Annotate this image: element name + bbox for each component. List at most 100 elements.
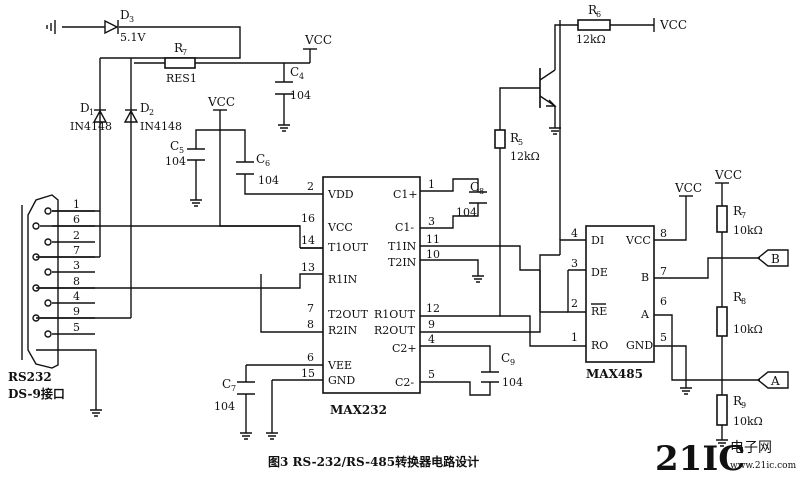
c5-value: 104 [165,155,186,168]
r5-sub: 5 [518,138,523,147]
max232-pin-num: 3 [428,215,435,228]
diode-d2: D 2 IN4148 [123,101,182,133]
max232-pin-name: VCC [327,221,353,234]
vcc-label: VCC [659,18,687,32]
max232-pin-num: 14 [301,234,315,247]
max485-pin-num: 7 [660,265,667,278]
capacitor-c7: C 7 104 [214,377,255,413]
c4-sub: 4 [299,72,304,81]
resistor-r9: R 9 10kΩ [716,394,763,428]
r3-sub: 7 [741,211,746,220]
c9-ref: C [501,351,510,365]
r9-ref: R [733,394,743,408]
max232-pin-num: 6 [307,351,314,364]
connector-label-ds9: DS-9接口 [8,386,65,401]
watermark-url: www.21ic.com [730,461,797,471]
db9-pin-3: 3 [73,259,80,272]
c5-sub: 5 [179,146,184,155]
r8-ref: R [733,290,743,304]
max232-pin-num: 12 [426,302,440,315]
c9-sub: 9 [510,358,515,367]
r6-sub: 6 [596,10,601,19]
d1-value: IN4148 [70,120,112,133]
max485-pin-num: 4 [571,227,578,240]
db9-connector: 1 6 2 7 3 8 4 9 5 RS232 DS-9接口 [8,194,95,401]
capacitor-c9: C 9 104 [481,351,523,389]
max232-pin-name: T1OUT [328,241,369,254]
resistor-r7-term: R 7 10kΩ [716,204,763,237]
max485-pin-name: DE [591,266,608,279]
c6-sub: 6 [265,159,270,168]
c7-sub: 7 [231,384,236,393]
max232-pin-num: 11 [426,233,440,246]
resistor-r8: R 8 10kΩ [716,290,763,337]
ground-symbols [46,20,728,447]
db9-pin-4: 4 [73,290,80,303]
max232-pin-num: 4 [428,333,435,346]
connector-label-rs232: RS232 [8,370,52,384]
resistor-r7: R 7 RES1 [164,41,197,85]
max232-pin-name: C2- [395,376,414,389]
capacitor-c8: C 8 104 [456,180,487,219]
db9-pin-1: 1 [73,198,80,211]
max485-pin-name: VCC [625,234,651,247]
max232-pin-name: R1IN [328,273,358,286]
r3-ref: R [733,204,743,218]
r7-value: RES1 [166,72,197,85]
capacitor-c4: C 4 104 [275,65,311,102]
r3-value: 10kΩ [733,224,763,237]
max485-pin-name: A [640,308,650,321]
max485-pin-name: DI [591,234,604,247]
db9-pin-8: 8 [73,275,80,288]
max232-pin-name: T1IN [388,240,417,253]
wires [36,20,760,440]
db9-pin-7: 7 [73,244,80,257]
c4-ref: C [290,65,299,79]
d2-ref: D [140,101,150,115]
chip-max485: MAX485 4 DI 3 DE 2 RE 1 RO 8 VCC 7 B 6 A… [571,225,667,381]
max485-pin-name: B [641,271,649,284]
max232-pin-num: 13 [301,261,315,274]
max232-pin-name: C1- [395,221,414,234]
r8-value: 10kΩ [733,323,763,336]
max232-pin-name: T2IN [388,256,417,269]
diode-d1: D 1 IN4148 [70,101,112,133]
max232-pin-name: R2IN [328,324,358,337]
max232-pin-name: R2OUT [374,324,416,337]
r6-ref: R [588,3,598,17]
r9-sub: 9 [741,401,746,410]
db9-pins [32,207,52,338]
max232-pin-name: VDD [327,188,354,201]
max232-pin-name: C2+ [392,342,417,355]
max232-pin-num: 1 [428,178,435,191]
figure-caption: 图3 RS-232/RS-485转换器电路设计 [268,454,479,469]
max232-pin-num: 7 [307,302,314,315]
d1-ref: D [80,101,90,115]
c7-ref: C [222,377,231,391]
max485-pin-num: 2 [571,297,578,310]
chip-max232: MAX232 2 VDD 16 VCC 14 T1OUT 13 R1IN 7 T… [301,176,440,417]
db9-pin-6: 6 [73,213,80,226]
vcc-label: VCC [674,181,702,195]
db9-pin-2: 2 [73,229,80,242]
max485-pin-name: RO [591,339,608,352]
capacitor-c6: C 6 104 [236,152,279,187]
r8-sub: 8 [741,297,746,306]
max232-pin-num: 8 [307,318,314,331]
c7-value: 104 [214,400,235,413]
c8-ref: C [470,180,479,194]
max232-pin-name: GND [328,374,355,387]
max485-name: MAX485 [586,367,643,381]
max232-pin-num: 16 [301,212,315,225]
c4-value: 104 [290,89,311,102]
max232-pin-name: C1+ [393,188,418,201]
db9-pin-5: 5 [73,321,80,334]
terminal-b-label: B [771,252,780,266]
watermark-logo: 21IC 电子网 www.21ic.com [655,439,797,478]
r7-sub: 7 [182,48,187,57]
db9-pin-9: 9 [73,305,80,318]
terminal-a-label: A [770,374,780,388]
max232-pin-num: 10 [426,248,440,261]
r5-value: 12kΩ [510,150,540,163]
